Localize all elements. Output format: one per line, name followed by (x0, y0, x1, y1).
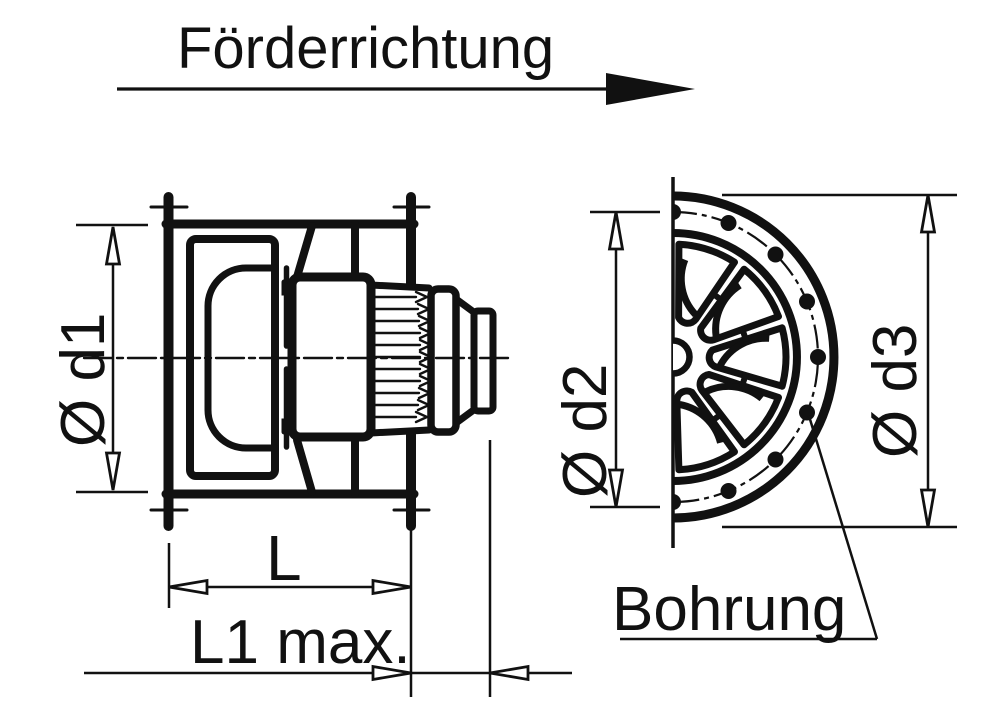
bolt-hole-icon (720, 483, 737, 499)
l1-max-label: L1 max. (190, 608, 411, 677)
bolt-hole-icon (673, 494, 681, 510)
dim-d1 (76, 223, 148, 494)
l-label: L (266, 522, 302, 594)
front-view (671, 177, 839, 548)
bolt-hole-icon (799, 404, 815, 421)
bore-leader (620, 415, 879, 641)
bolt-holes (673, 204, 826, 510)
dim-l (167, 527, 413, 697)
d3-label: Ø d3 (861, 324, 930, 458)
dim-d2 (590, 210, 660, 509)
d2-label: Ø d2 (551, 364, 620, 498)
impeller-hub (672, 337, 693, 377)
d2-arrow-up-icon (607, 211, 625, 251)
dim-l1-max (84, 440, 572, 697)
d1-arrow-down-icon (104, 451, 122, 491)
impeller-blade (697, 265, 782, 344)
d3-arrow-down-icon (919, 488, 937, 528)
d2-arrow-down-icon (607, 468, 625, 508)
dim-d3 (722, 193, 957, 529)
l-arrow-left-icon (168, 578, 209, 596)
bolt-hole-icon (767, 451, 784, 468)
bolt-hole-icon (720, 215, 737, 231)
motor-flange-steps (281, 279, 295, 435)
side-view (82, 192, 514, 531)
motor-strut-bottom (293, 436, 359, 498)
inner-rim-arc (672, 229, 801, 485)
flow-direction-arrowhead-icon (606, 73, 695, 105)
impeller-blade (705, 324, 790, 390)
motor-rear-ring (427, 285, 460, 436)
flow-direction-label: Förderrichtung (177, 16, 554, 81)
d1-label: Ø d1 (49, 313, 118, 447)
bolt-hole-icon (767, 246, 784, 263)
bore-label: Bohrung (612, 575, 846, 644)
l1-arrow-left-icon (371, 664, 412, 682)
motor-end-cap (470, 307, 497, 415)
bolt-hole-icon (799, 293, 815, 310)
d3-arrow-up-icon (919, 194, 937, 234)
l-arrow-right-icon (371, 578, 412, 596)
motor-strut-top (293, 220, 359, 281)
blade-curls (677, 258, 770, 444)
motor-tail-shoulders (452, 295, 479, 427)
l1-arrow-right-icon (489, 664, 530, 682)
blade-bridges (708, 289, 750, 425)
impeller-blades (673, 240, 790, 474)
d1-arrow-up-icon (104, 226, 122, 266)
bolt-hole-icon (673, 204, 681, 220)
outer-rim-arc (672, 191, 839, 523)
flow-direction-arrow (117, 73, 695, 105)
bolt-hole-icon (810, 349, 826, 365)
flange-ticks (149, 205, 431, 512)
impeller-blade (675, 240, 738, 327)
bore-leader-line (807, 415, 879, 640)
